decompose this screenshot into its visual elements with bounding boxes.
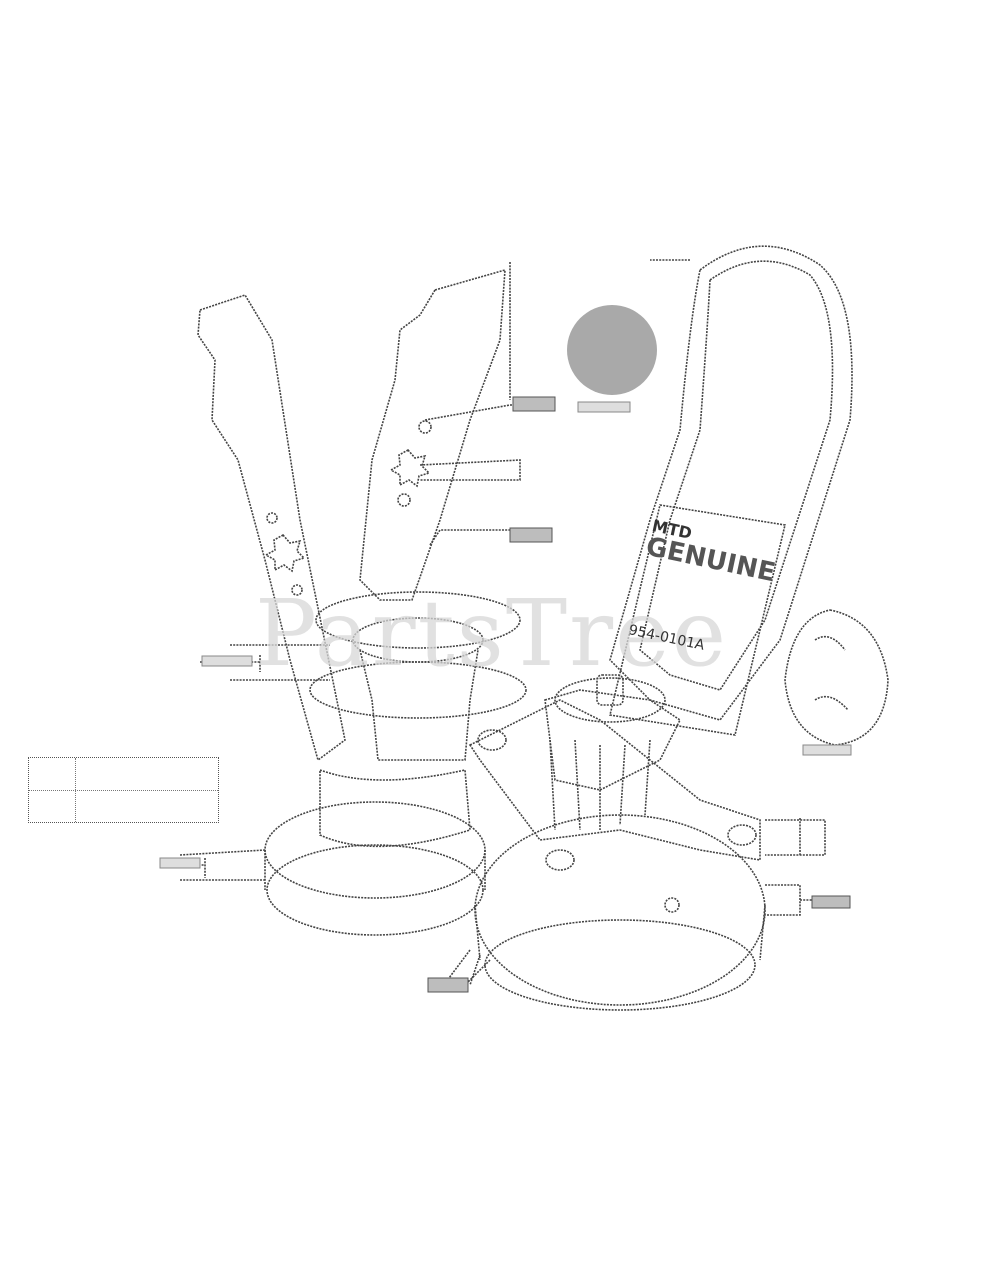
belt-reference-disc [567,305,657,395]
star-hole-right [389,448,431,488]
leader-line [424,262,555,421]
drive-belt [609,245,853,721]
callout-box [811,895,851,909]
belt-part-icon [784,609,889,746]
legend-row [29,790,218,822]
legend-table [28,757,219,823]
callout-box [509,527,553,543]
lower-pulley-rim [264,801,486,899]
upper-pulley-rim [315,591,521,649]
mower-blade-left [197,294,346,762]
mower-blade-right [359,268,506,601]
spindle-housing-base [474,814,766,1006]
callout-box [512,396,556,412]
callout-box [427,977,469,993]
star-hole-left [264,533,306,573]
legend-row [29,758,218,791]
